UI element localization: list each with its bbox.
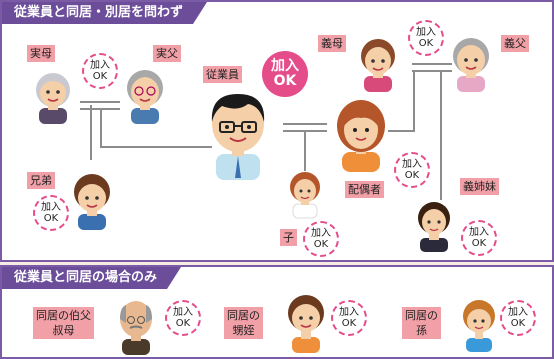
parents-connector-line-1 <box>80 101 120 103</box>
old-man-face-icon <box>120 301 152 355</box>
label-nephew-niece: 同居の 甥姪 <box>224 307 263 339</box>
girl-face-icon <box>290 172 320 219</box>
parents-connector-line-2 <box>80 108 120 110</box>
couple-connector-line-1 <box>283 123 327 125</box>
couple-to-child-line <box>304 131 306 171</box>
label-sibling: 兄弟 <box>27 172 55 189</box>
grandmother-face-icon <box>361 39 395 92</box>
sibling-branch-line <box>90 105 92 160</box>
employee-face-icon <box>211 94 265 180</box>
label-father: 実父 <box>153 45 181 62</box>
boy-face-icon <box>74 174 110 230</box>
label-mother: 実母 <box>27 45 55 62</box>
label-uncle-aunt: 同居の伯父 叔母 <box>33 307 94 339</box>
parents-to-employee-line <box>100 110 102 146</box>
grandmother-face-icon <box>36 73 70 124</box>
label-sister-in-law: 義姉妹 <box>460 178 499 195</box>
horizontal-to-employee-line <box>100 146 212 148</box>
label-father-in-law: 義父 <box>501 35 529 52</box>
grandfather-face-icon <box>127 70 163 124</box>
inlaws-to-spouse-line <box>413 70 415 132</box>
grandfather-face-icon <box>453 38 489 92</box>
inlaws-connector-line-2 <box>412 70 452 72</box>
inlaws-to-sister-line <box>440 70 442 200</box>
section1-title: 従業員と同居・別居を問わず <box>2 2 207 24</box>
label-mother-in-law: 義母 <box>318 35 346 52</box>
child-face-icon <box>288 295 324 353</box>
label-spouse: 配偶者 <box>345 181 384 198</box>
label-grandchild: 同居の 孫 <box>402 307 441 339</box>
label-employee: 従業員 <box>203 66 242 83</box>
woman-face-icon <box>337 100 385 172</box>
section2-title: 従業員と同居の場合のみ <box>2 267 181 289</box>
child-face-icon <box>463 300 495 352</box>
inlaws-connector-line-1 <box>412 63 452 65</box>
label-child: 子 <box>280 229 297 246</box>
woman-face-icon <box>418 202 450 252</box>
inlaws-to-spouse-line-h <box>388 130 415 132</box>
